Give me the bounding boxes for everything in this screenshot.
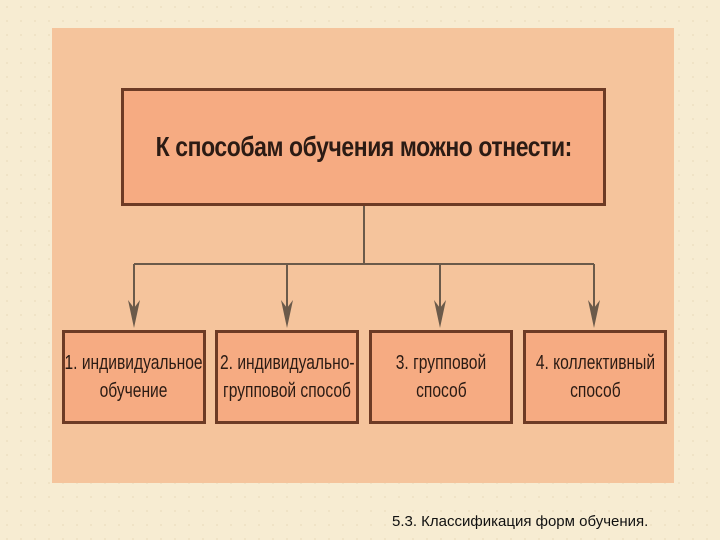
child-4-line1: 4. коллективный <box>535 352 655 374</box>
arrowhead-2 <box>281 300 293 328</box>
child-4-line2: способ <box>569 380 621 402</box>
child-3-line1: 3. групповой <box>395 352 487 374</box>
child-box-2: 2. индивидуально- групповой способ <box>215 330 359 424</box>
root-label: К способам обучения можно отнести: <box>155 131 572 162</box>
root-box: К способам обучения можно отнести: <box>121 88 606 206</box>
arrowhead-3 <box>434 300 446 328</box>
child-1-line1: 1. индивидуальное <box>64 352 204 374</box>
child-2-line1: 2. индивидуально- <box>219 352 355 374</box>
child-2-line2: групповой способ <box>223 380 351 402</box>
arrowhead-4 <box>588 300 600 328</box>
child-3-line2: способ <box>415 380 467 402</box>
child-box-1: 1. индивидуальное обучение <box>62 330 206 424</box>
child-1-line2: обучение <box>100 380 168 402</box>
child-box-4: 4. коллективный способ <box>523 330 667 424</box>
arrowhead-1 <box>128 300 140 328</box>
figure-caption: 5.3. Классификация форм обучения. <box>392 513 649 530</box>
child-box-3: 3. групповой способ <box>369 330 513 424</box>
